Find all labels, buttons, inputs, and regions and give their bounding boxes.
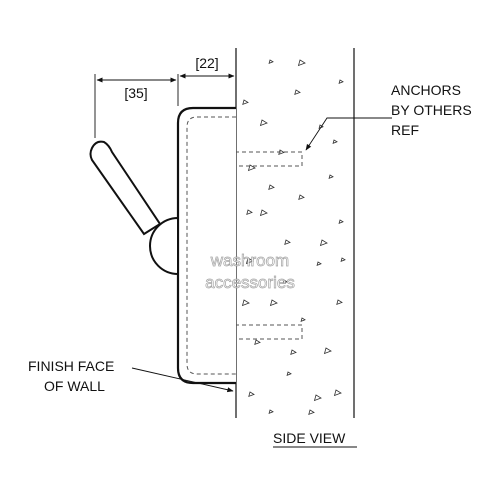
concrete-speck [294,89,301,96]
anchors-callout: ANCHORS BY OTHERS REF [305,82,472,151]
concrete-speck [259,119,268,127]
concrete-speck [298,194,305,201]
watermark-line-1: washroom [210,251,289,270]
concrete-speck [338,79,344,84]
concrete-speck [297,59,306,67]
concrete-speck [336,299,343,306]
concrete-speck [340,257,346,262]
view-title-text: SIDE VIEW [273,430,346,446]
concrete-speck [338,219,344,224]
concrete-speck [282,279,288,284]
wall-callout-line-2: OF WALL [44,378,105,394]
hook-arm [89,140,162,236]
wall-callout: FINISH FACE OF WALL [28,358,234,394]
concrete-speck [268,59,274,64]
concrete-speck [290,349,297,356]
mounting-flange [176,106,236,385]
concrete-speck [328,174,334,179]
concrete-speck [242,99,249,106]
concrete-speck [316,261,322,266]
concrete-speck [319,239,328,247]
concrete-speck [268,184,275,191]
concrete-hatch [241,59,346,416]
concrete-speck [254,339,261,346]
concrete-speck [247,164,256,172]
anchors-callout-line-3: REF [391,122,419,138]
concrete-speck [300,317,306,322]
upper-anchor [185,151,303,167]
concrete-speck [323,347,332,355]
concrete-speck [259,209,268,217]
wall-callout-line-1: FINISH FACE [28,358,114,374]
concrete-speck [268,409,274,414]
dimension-depth: [22] [179,48,237,106]
anchors-callout-line-1: ANCHORS [391,82,461,98]
watermark-line-2: accessories [205,273,295,292]
hook [89,140,179,276]
lower-anchor [185,324,303,340]
hook-hub [149,216,179,276]
concrete-speck [284,239,291,246]
concrete-speck [241,299,250,307]
watermark: washroom accessories [205,251,295,293]
dimension-projection: [35] [94,74,179,138]
concrete-speck [333,389,342,397]
view-title: SIDE VIEW [273,430,357,448]
concrete-speck [248,391,255,398]
concrete-speck [313,394,322,402]
wall-section [235,48,355,418]
dimension-projection-label: [35] [124,85,147,101]
anchors [185,151,303,340]
concrete-speck [286,371,292,376]
anchors-callout-line-2: BY OTHERS [391,102,472,118]
flange-hidden-outline [186,116,236,375]
concrete-speck [246,209,253,216]
dimension-depth-label: [22] [195,55,218,71]
concrete-speck [308,409,315,416]
concrete-speck [332,139,338,144]
concrete-speck [245,257,254,265]
concrete-speck [269,299,278,307]
